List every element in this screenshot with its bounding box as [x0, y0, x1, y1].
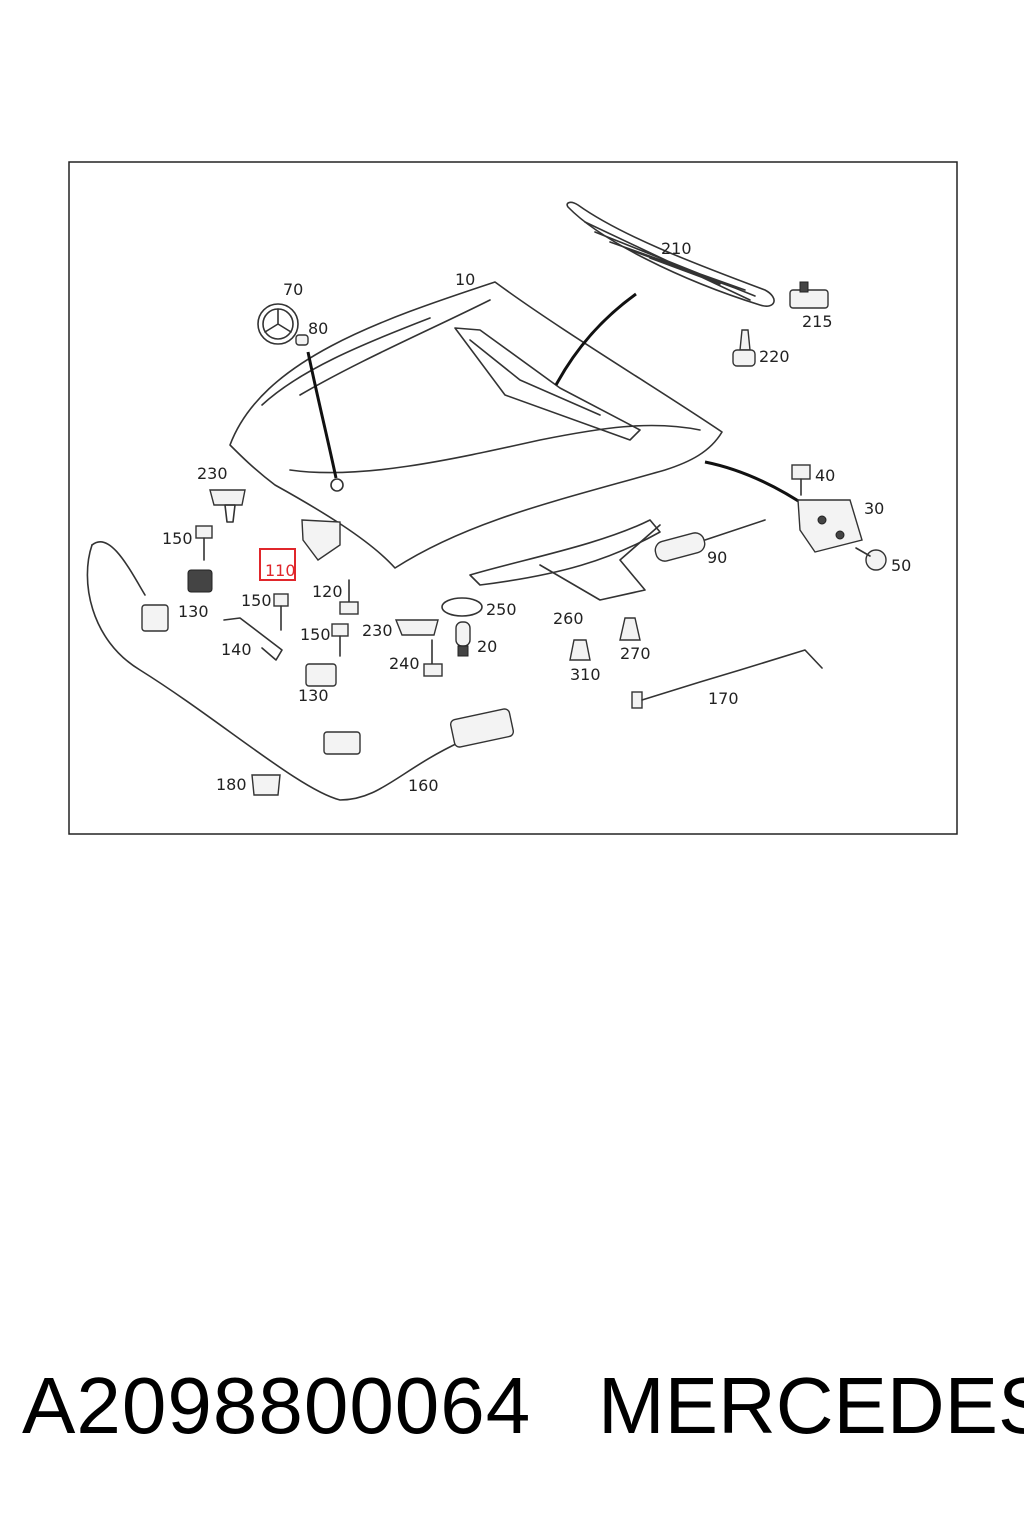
label-270: 270: [620, 644, 651, 663]
grommet-part-250: [441, 597, 483, 617]
label-310: 310: [570, 665, 601, 684]
air-grille-part: [566, 201, 775, 307]
label-90: 90: [707, 548, 727, 567]
arrow-emblem-to-hood: [306, 351, 338, 479]
label-150-a: 150: [162, 529, 193, 548]
label-120: 120: [312, 582, 343, 601]
buffer-part-230b: [394, 619, 439, 636]
label-210: 210: [661, 239, 692, 258]
bolt-part-150a: [195, 525, 213, 561]
label-30: 30: [864, 499, 884, 518]
bolt-part-120: [339, 579, 359, 615]
cable-part-160: [86, 541, 515, 801]
label-20: 20: [477, 637, 497, 656]
label-50: 50: [891, 556, 911, 575]
rivet-part-270: [619, 617, 641, 641]
buffer-part-230a: [209, 489, 246, 523]
star-emblem-part: [257, 303, 299, 345]
label-220: 220: [759, 347, 790, 366]
gas-strut-part-90: [654, 519, 766, 562]
cap-part-310: [569, 639, 591, 661]
cable-part-170: [631, 649, 823, 709]
label-180: 180: [216, 775, 247, 794]
bolt-part-150c: [331, 623, 349, 657]
label-240: 240: [389, 654, 420, 673]
label-250: 250: [486, 600, 517, 619]
label-40: 40: [815, 466, 835, 485]
bolt-part-240: [423, 639, 443, 677]
label-160: 160: [408, 776, 439, 795]
arrow-grille-to-hood: [554, 292, 637, 386]
label-110: 110: [265, 561, 296, 580]
label-80: 80: [308, 319, 328, 338]
label-140: 140: [221, 640, 252, 659]
label-230-a: 230: [197, 464, 228, 483]
bumper-part-20: [455, 621, 471, 657]
label-170: 170: [708, 689, 739, 708]
label-230-b: 230: [362, 621, 393, 640]
label-130-a: 130: [178, 602, 209, 621]
bracket-part-140: [223, 617, 283, 661]
label-10: 10: [455, 270, 475, 289]
lock-part-130a: [187, 569, 213, 593]
bracket-part-110: [301, 519, 341, 561]
label-150-c: 150: [300, 625, 331, 644]
part-number: A2098800064: [22, 1361, 532, 1450]
label-130-b: 130: [298, 686, 329, 705]
brand-name: MERCEDES: [598, 1361, 1024, 1450]
label-70: 70: [283, 280, 303, 299]
clip-part-180: [251, 774, 281, 796]
clip-part-215: [789, 281, 829, 309]
hood-hole: [330, 478, 344, 492]
hood-part: [229, 281, 723, 601]
label-260: 260: [553, 609, 584, 628]
lock-part-130b: [305, 663, 337, 687]
label-215: 215: [802, 312, 833, 331]
grommet-part: [295, 334, 309, 346]
hinge-part-30: [797, 499, 863, 553]
bolt-part-150b: [273, 593, 289, 631]
label-150-b: 150: [241, 591, 272, 610]
highlight-box-110: [259, 548, 296, 581]
nut-part-220: [732, 329, 756, 367]
bolt-part-40: [791, 464, 811, 496]
bolt-part-50: [855, 547, 887, 571]
